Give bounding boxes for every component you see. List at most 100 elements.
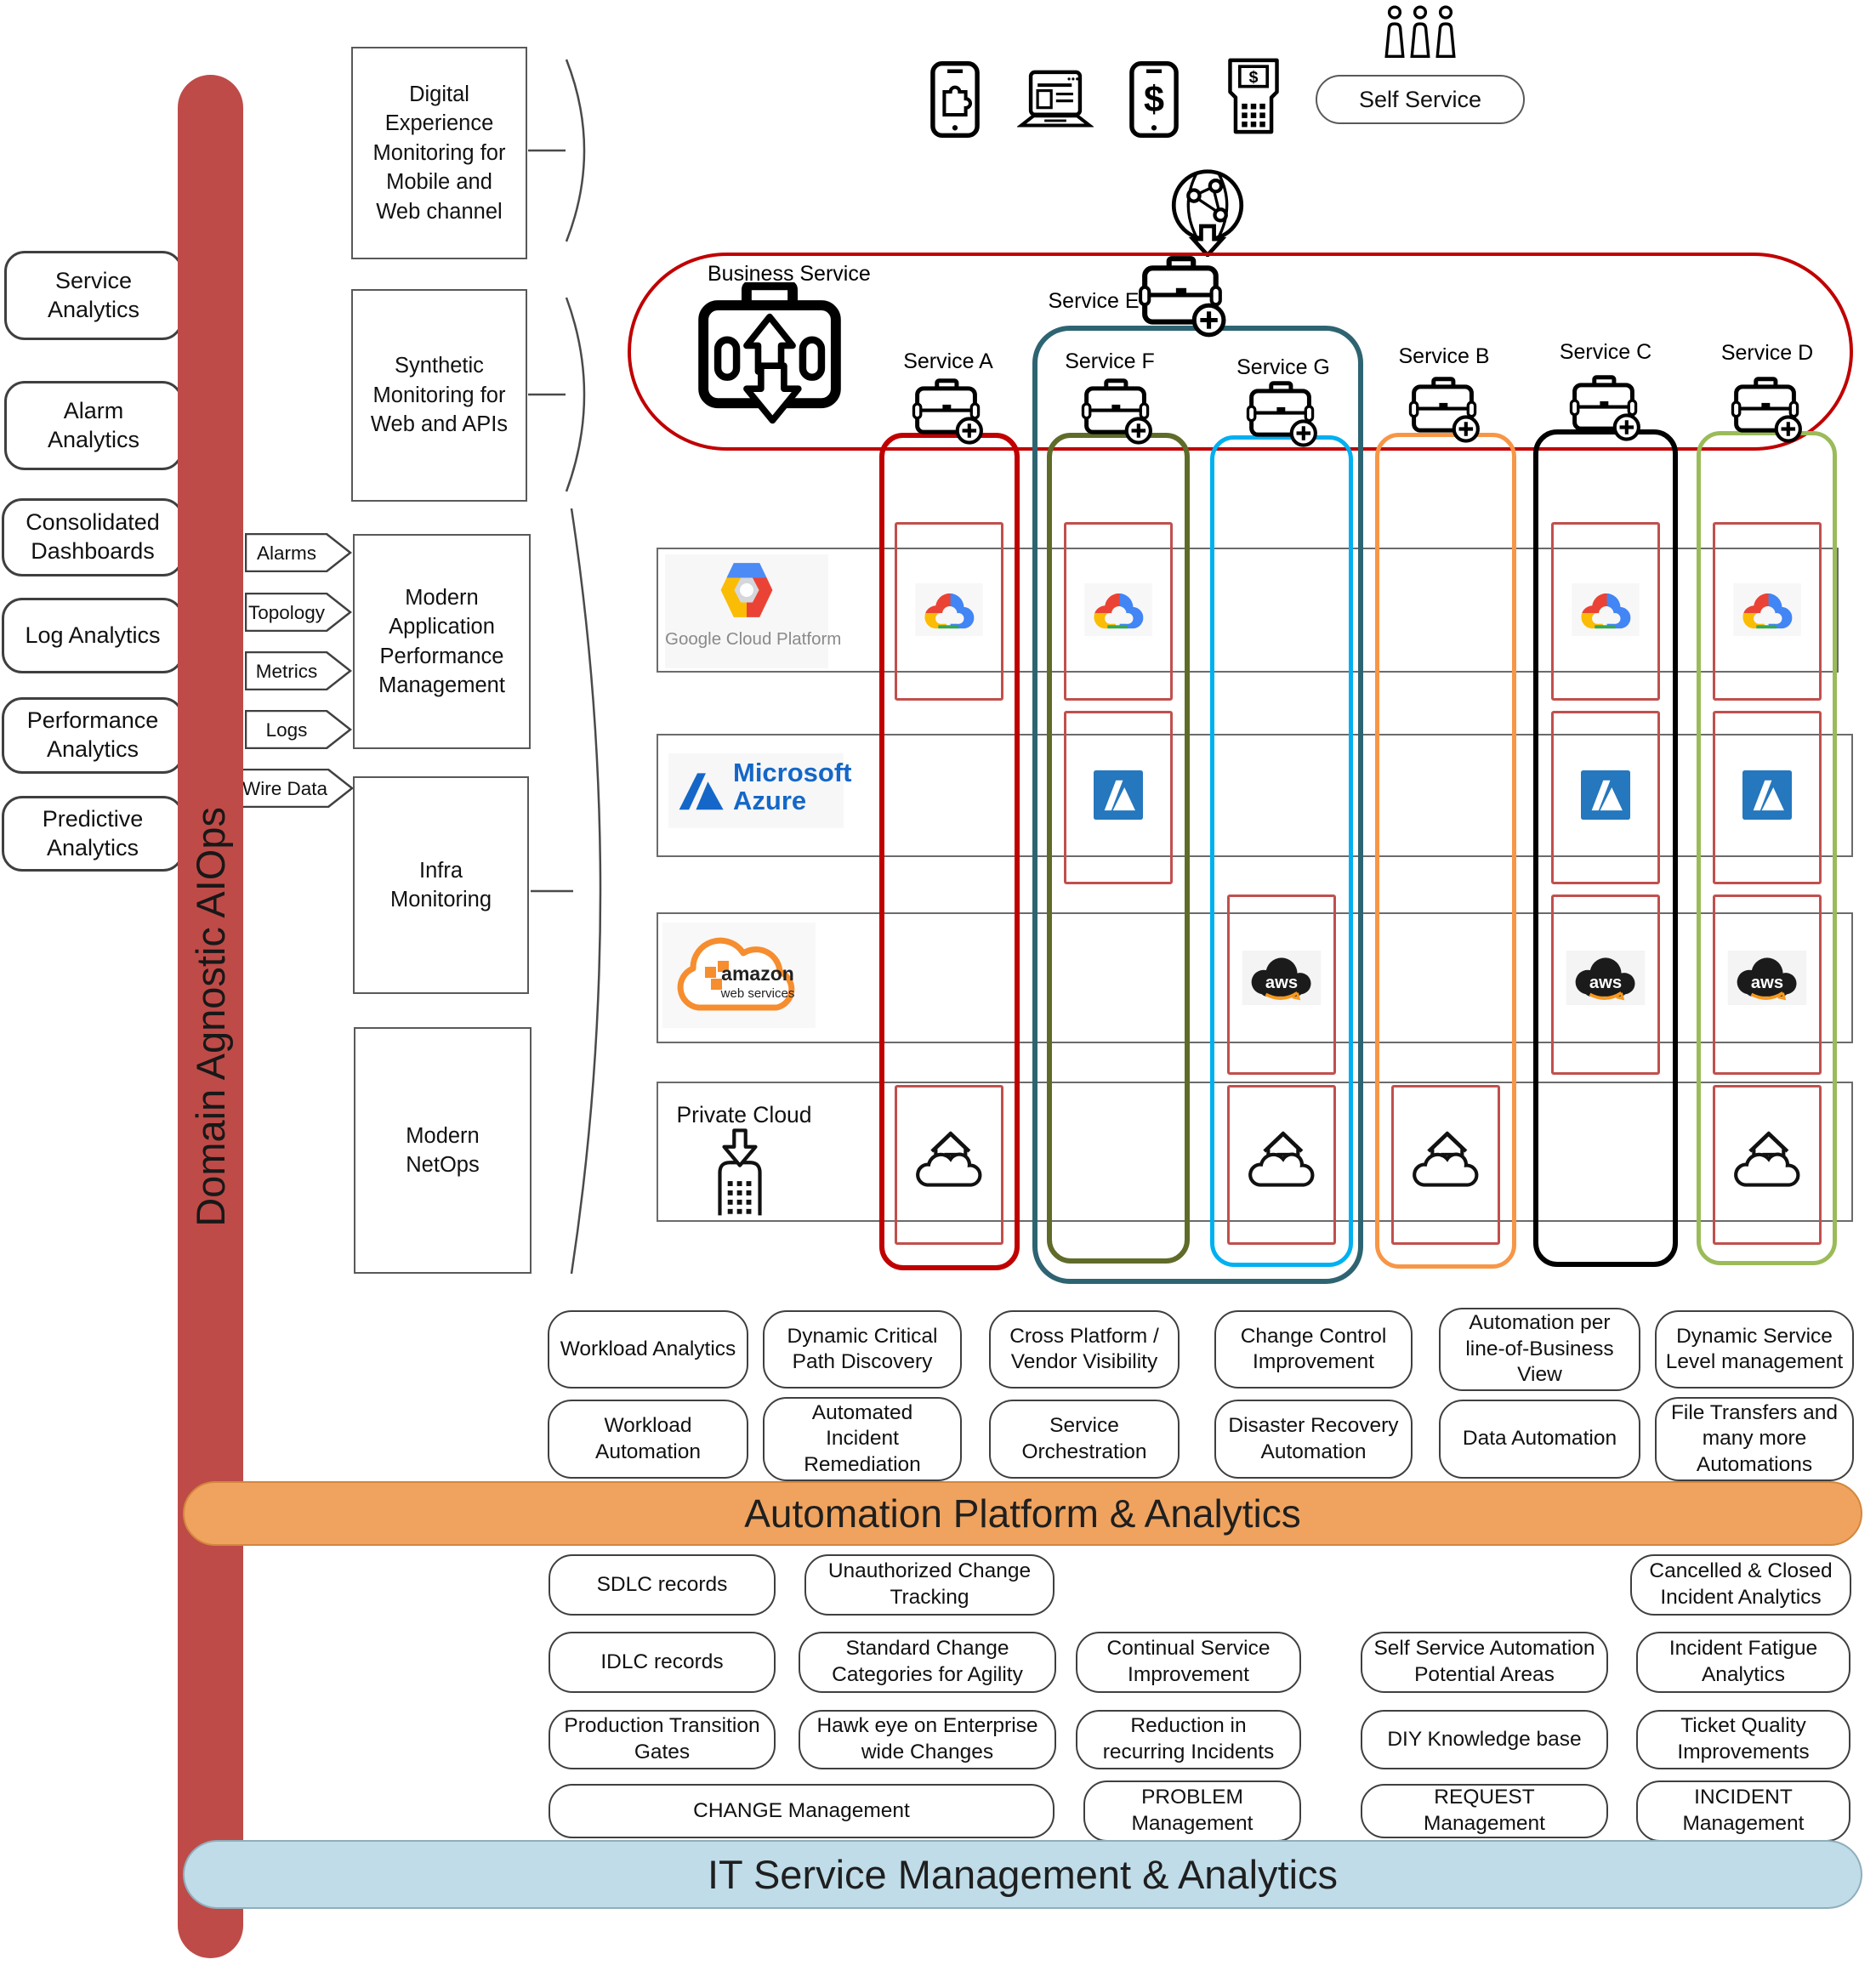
tag-label: Alarms bbox=[257, 542, 316, 564]
azure-icon bbox=[1581, 770, 1630, 820]
private-cloud-label: Private Cloud bbox=[676, 1102, 812, 1127]
row-microsoft-azure bbox=[657, 734, 1853, 857]
box-label: Workload Analytics bbox=[560, 1337, 736, 1360]
box-label: Self Service Automation Potential Areas bbox=[1373, 1637, 1595, 1686]
tool-infra-monitoring: Infra Monitoring bbox=[353, 776, 529, 994]
cell-service-c-gcp bbox=[1551, 522, 1660, 701]
gcp-hexagon-icon bbox=[714, 558, 779, 622]
row-amazon-web-services bbox=[657, 912, 1853, 1043]
capability-label: Service Analytics bbox=[47, 267, 140, 322]
box-label: Unauthorized Change Tracking bbox=[827, 1559, 1032, 1609]
service-d-label: Service D bbox=[1720, 341, 1814, 365]
service-column-f bbox=[1047, 433, 1190, 1264]
service-b-briefcase-icon bbox=[1408, 376, 1481, 446]
private-cloud-icon bbox=[1242, 1112, 1321, 1190]
automation-platform-bar: Automation Platform & Analytics bbox=[183, 1481, 1862, 1546]
box-label: Automation per line-of-Business View bbox=[1465, 1311, 1614, 1387]
capability-label: Alarm Analytics bbox=[47, 397, 140, 452]
itsm-reduction-recurring-incidents: Reduction in recurring Incidents bbox=[1076, 1710, 1301, 1769]
private-cloud-icon bbox=[910, 1112, 988, 1190]
private-cloud-icon bbox=[1407, 1112, 1485, 1190]
box-label: Standard Change Categories for Agility bbox=[832, 1637, 1023, 1686]
tag-label: Wire Data bbox=[242, 778, 328, 799]
automation-dynamic-critical-path: Dynamic Critical Path Discovery bbox=[763, 1310, 962, 1389]
itsm-hawk-eye-enterprise-changes: Hawk eye on Enterprise wide Changes bbox=[799, 1710, 1056, 1769]
tag-alarms: Alarms bbox=[245, 533, 352, 572]
box-label: Data Automation bbox=[1462, 1427, 1617, 1451]
capability-predictive-analytics: Predictive Analytics bbox=[2, 796, 184, 872]
azure-line2: Azure bbox=[733, 786, 807, 816]
cell-service-d-private-cloud bbox=[1713, 1085, 1822, 1245]
brace-synthetic-monitoring bbox=[565, 297, 586, 492]
tool-label: Modern Application Performance Managemen… bbox=[378, 585, 505, 697]
private-cloud-icon bbox=[1728, 1112, 1806, 1190]
box-label: INCIDENT Management bbox=[1682, 1786, 1805, 1835]
domain-agnostic-aiops-bar: Domain Agnostic AIOps bbox=[178, 75, 243, 1958]
tag-topology: Topology bbox=[245, 593, 352, 632]
box-label: IDLC records bbox=[600, 1650, 724, 1673]
box-label: DIY Knowledge base bbox=[1387, 1727, 1582, 1751]
business-service-label: Business Service bbox=[708, 262, 871, 286]
box-label: Dynamic Critical Path Discovery bbox=[787, 1324, 938, 1373]
cell-service-a-private-cloud bbox=[895, 1085, 1003, 1245]
domain-agnostic-aiops-label: Domain Agnostic AIOps bbox=[188, 806, 233, 1227]
row-private-cloud bbox=[657, 1082, 1853, 1222]
box-label: CHANGE Management bbox=[693, 1798, 910, 1822]
tag-metrics: Metrics bbox=[245, 651, 352, 690]
tag-label: Logs bbox=[266, 719, 308, 741]
business-service-briefcase-icon bbox=[693, 282, 846, 432]
automation-cross-platform-visibility: Cross Platform / Vendor Visibility bbox=[989, 1310, 1180, 1389]
box-label: Dynamic Service Level management bbox=[1665, 1324, 1844, 1373]
brace-digital-experience bbox=[565, 59, 586, 242]
box-label: Cross Platform / Vendor Visibility bbox=[1009, 1324, 1159, 1373]
capability-label: Consolidated Dashboards bbox=[26, 509, 160, 564]
itsm-diy-knowledge-base: DIY Knowledge base bbox=[1361, 1710, 1608, 1769]
cell-service-b-private-cloud bbox=[1391, 1085, 1500, 1245]
itsm-self-service-automation-areas: Self Service Automation Potential Areas bbox=[1361, 1632, 1608, 1693]
itsm-incident-management: INCIDENT Management bbox=[1636, 1780, 1850, 1842]
pos-terminal-icon bbox=[1225, 54, 1282, 138]
tool-synthetic-monitoring: Synthetic Monitoring for Web and APIs bbox=[351, 289, 527, 502]
cell-service-c-azure bbox=[1551, 711, 1660, 884]
automation-workload-automation: Workload Automation bbox=[548, 1400, 748, 1479]
box-label: Continual Service Improvement bbox=[1106, 1637, 1271, 1686]
cell-service-f-gcp bbox=[1064, 522, 1173, 701]
service-e-briefcase-icon bbox=[1138, 255, 1228, 340]
tool-label: Infra Monitoring bbox=[389, 858, 492, 912]
capability-label: Predictive Analytics bbox=[42, 805, 144, 860]
azure-line1: Microsoft bbox=[733, 758, 852, 787]
itsm-cancelled-closed-incident-analytics: Cancelled & Closed Incident Analytics bbox=[1630, 1554, 1851, 1616]
service-column-c bbox=[1533, 429, 1678, 1267]
aws-logo-line2: web services bbox=[720, 986, 795, 1001]
service-d-briefcase-icon bbox=[1731, 376, 1804, 446]
capability-log-analytics: Log Analytics bbox=[2, 598, 184, 673]
box-label: SDLC records bbox=[596, 1572, 728, 1596]
aws-logo-block: amazon web services bbox=[662, 923, 816, 1028]
itsm-ticket-quality-improvements: Ticket Quality Improvements bbox=[1636, 1710, 1850, 1769]
box-label: Disaster Recovery Automation bbox=[1228, 1414, 1399, 1463]
service-g-label: Service G bbox=[1236, 355, 1330, 379]
capability-consolidated-dashboards: Consolidated Dashboards bbox=[2, 498, 184, 576]
azure-logo-label: Microsoft Azure bbox=[733, 758, 852, 815]
self-service-pill: Self Service bbox=[1316, 75, 1525, 124]
automation-platform-bar-label: Automation Platform & Analytics bbox=[744, 1491, 1301, 1536]
tag-label: Topology bbox=[248, 602, 326, 623]
service-b-label: Service B bbox=[1398, 344, 1490, 368]
itsm-change-management: CHANGE Management bbox=[549, 1784, 1055, 1838]
service-column-a bbox=[879, 433, 1020, 1270]
gcp-cloud-icon bbox=[915, 583, 983, 636]
itsm-unauthorized-change-tracking: Unauthorized Change Tracking bbox=[804, 1554, 1055, 1616]
capability-label: Performance Analytics bbox=[26, 707, 159, 762]
box-label: Production Transition Gates bbox=[564, 1714, 760, 1763]
mobile-payment-icon bbox=[1128, 61, 1180, 138]
capability-service-analytics: Service Analytics bbox=[4, 251, 183, 340]
aws-cloud-icon bbox=[1242, 951, 1322, 1005]
tool-label: Synthetic Monitoring for Web and APIs bbox=[370, 354, 509, 437]
service-f-label: Service F bbox=[1065, 349, 1155, 373]
box-label: Cancelled & Closed Incident Analytics bbox=[1649, 1559, 1833, 1609]
automation-per-lob-view: Automation per line-of-Business View bbox=[1439, 1308, 1640, 1391]
itsm-problem-management: PROBLEM Management bbox=[1083, 1780, 1301, 1842]
private-cloud-building-icon bbox=[704, 1127, 776, 1218]
service-c-briefcase-icon bbox=[1569, 374, 1642, 444]
